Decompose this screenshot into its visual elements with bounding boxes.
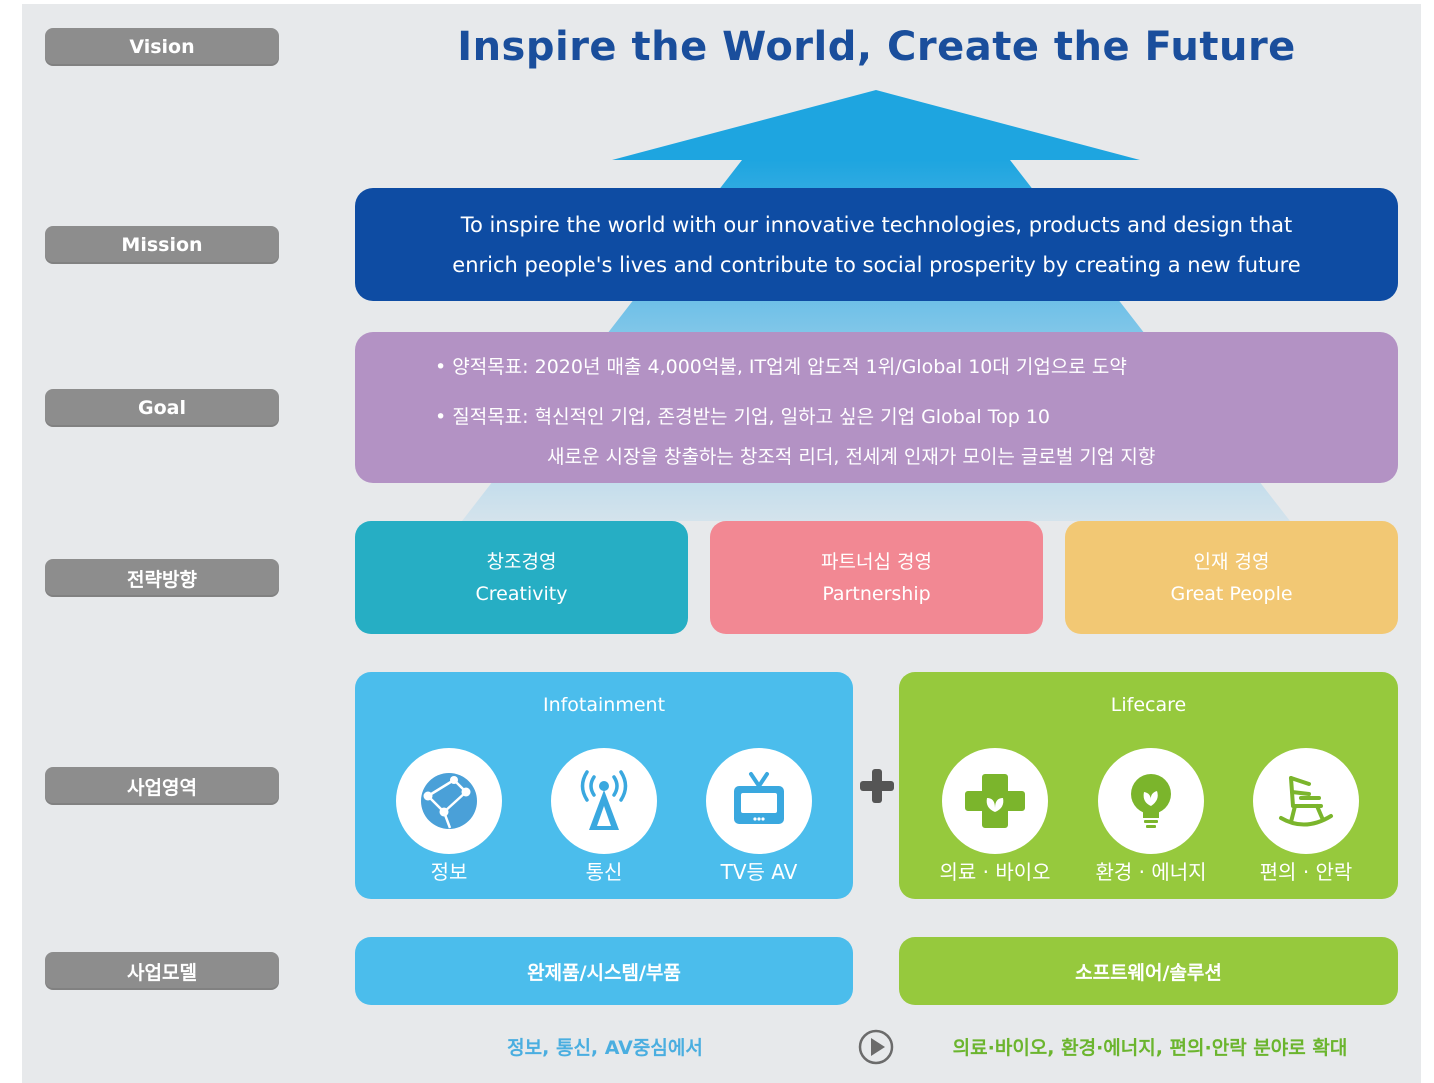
label-business-model: 사업모델 [45,952,279,990]
lifecare-box: Lifecare [899,672,1398,899]
strategy-great-people-en: Great People [1170,582,1293,605]
mission-line-1: To inspire the world with our innovative… [460,212,1293,237]
area-medical-bio-label: 의료 · 바이오 [939,860,1051,884]
transition-to: 의료·바이오, 환경·에너지, 편의·안락 분야로 확대 [952,1037,1348,1059]
play-arrow-icon [858,1029,894,1065]
label-mission: Mission [45,226,279,264]
rocking-chair-icon [1253,748,1359,854]
lifecare-title: Lifecare [1110,694,1187,716]
plus-icon [860,769,894,803]
antenna-icon [551,748,657,854]
infotainment-box: Infotainment [355,672,853,899]
globe-network-icon [396,748,502,854]
strategy-creativity-en: Creativity [475,582,568,605]
strategy-great-people-ko: 인재 경영 [1193,550,1270,573]
vision-title: Inspire the World, Create the Future [457,24,1296,70]
arrow-head [612,90,1140,160]
area-environment-energy-label: 환경 · 에너지 [1095,860,1207,884]
label-vision: Vision [45,28,279,66]
strategy-partnership-ko: 파트너십 경영 [821,550,932,573]
label-strategy: 전략방향 [45,559,279,597]
area-convenience-comfort-label: 편의 · 안락 [1259,860,1353,884]
model-products-systems: 완제품/시스템/부품 [355,937,853,1005]
goal-box: • 양적목표: 2020년 매출 4,000억불, IT업계 압도적 1위/Gl… [355,332,1398,483]
strategy-partnership: 파트너십 경영 Partnership [710,521,1043,634]
medical-cross-icon [942,748,1048,854]
strategy-creativity-ko: 창조경영 [486,550,557,573]
model-software-solutions: 소프트웨어/솔루션 [899,937,1398,1005]
mission-line-2: enrich people's lives and contribute to … [452,252,1301,277]
strategy-creativity: 창조경영 Creativity [355,521,688,634]
infotainment-title: Infotainment [542,694,666,716]
strategy-partnership-en: Partnership [822,582,931,605]
area-info-label: 정보 [430,860,468,884]
goal-qualitative-detail: 새로운 시장을 창출하는 창조적 리더, 전세계 인재가 모이는 글로벌 기업 … [547,446,1156,468]
label-goal: Goal [45,389,279,427]
goal-qualitative: • 질적목표: 혁신적인 기업, 존경받는 기업, 일하고 싶은 기업 Glob… [435,406,1051,428]
area-tv-av-label: TV등 AV [720,860,798,884]
area-telecom-label: 통신 [585,860,623,884]
mission-box: To inspire the world with our innovative… [355,188,1398,301]
tv-icon [706,748,812,854]
strategy-great-people: 인재 경영 Great People [1065,521,1398,634]
transition-from: 정보, 통신, AV중심에서 [507,1037,703,1059]
goal-quantitative: • 양적목표: 2020년 매출 4,000억불, IT업계 압도적 1위/Gl… [435,356,1127,378]
label-business-area: 사업영역 [45,767,279,805]
lightbulb-leaf-icon [1098,748,1204,854]
